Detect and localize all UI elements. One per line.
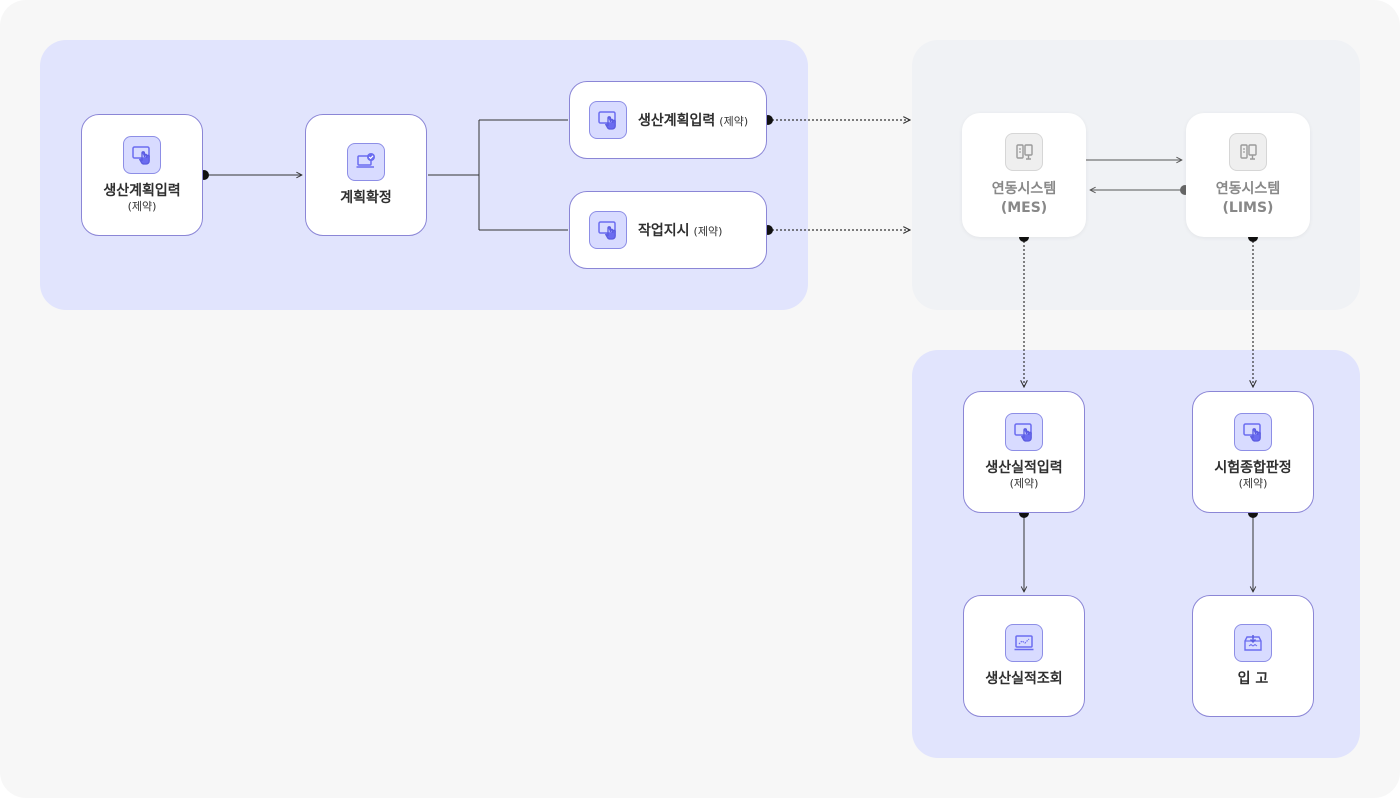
touch-screen-icon <box>1005 413 1043 451</box>
node-mes-title: 연동시스템 <box>991 180 1057 197</box>
node-plan-input[interactable]: 생산계획입력 (제약) <box>81 114 203 236</box>
node-mes[interactable]: 연동시스템 (MES) <box>962 113 1086 237</box>
node-plan-input-sub: (제약) <box>127 200 157 213</box>
node-test-judgement-label: 시험종합판정 <box>1214 460 1292 476</box>
node-work-order[interactable]: 작업지시(제약) <box>569 191 767 269</box>
server-icon <box>1229 132 1267 171</box>
node-work-order-label: 작업지시(제약) <box>638 220 722 240</box>
node-lims-sub: (LIMS) <box>1222 199 1274 216</box>
node-work-order-title: 작업지시 <box>638 223 690 239</box>
node-result-input-label: 생산실적입력 <box>985 460 1063 476</box>
touch-screen-icon <box>589 101 627 139</box>
connector-confirm-branch <box>428 119 568 231</box>
node-mes-sub: (MES) <box>1000 199 1048 216</box>
touch-screen-icon <box>1234 413 1272 451</box>
node-plan-input-right-label: 생산계획입력(제약) <box>638 110 748 130</box>
node-work-order-sub: (제약) <box>693 225 723 238</box>
node-receiving[interactable]: 입 고 <box>1192 595 1314 717</box>
node-result-input-sub: (제약) <box>1009 477 1039 490</box>
node-result-view[interactable]: 생산실적조회 <box>963 595 1085 717</box>
node-lims-label: 연동시스템 (LIMS) <box>1216 180 1280 218</box>
node-test-judgement-sub: (제약) <box>1238 477 1268 490</box>
node-lims[interactable]: 연동시스템 (LIMS) <box>1186 113 1310 237</box>
laptop-check-icon <box>347 143 385 181</box>
touch-screen-icon <box>589 211 627 249</box>
node-plan-confirm[interactable]: 계획확정 <box>305 114 427 236</box>
touch-screen-icon <box>123 136 161 174</box>
node-plan-input-right-sub: (제약) <box>719 115 749 128</box>
node-plan-input-right[interactable]: 생산계획입력(제약) <box>569 81 767 159</box>
node-mes-label: 연동시스템 (MES) <box>992 180 1056 218</box>
node-plan-input-label: 생산계획입력 <box>103 183 181 199</box>
node-result-view-label: 생산실적조회 <box>985 671 1063 687</box>
node-plan-input-right-title: 생산계획입력 <box>638 113 716 129</box>
node-plan-confirm-label: 계획확정 <box>340 190 392 206</box>
box-download-icon <box>1234 624 1272 662</box>
node-receiving-label: 입 고 <box>1237 671 1269 687</box>
node-test-judgement[interactable]: 시험종합판정 (제약) <box>1192 391 1314 513</box>
server-icon <box>1005 132 1043 171</box>
node-result-input[interactable]: 생산실적입력 (제약) <box>963 391 1085 513</box>
node-lims-title: 연동시스템 <box>1215 180 1281 197</box>
laptop-chart-icon <box>1005 624 1043 662</box>
